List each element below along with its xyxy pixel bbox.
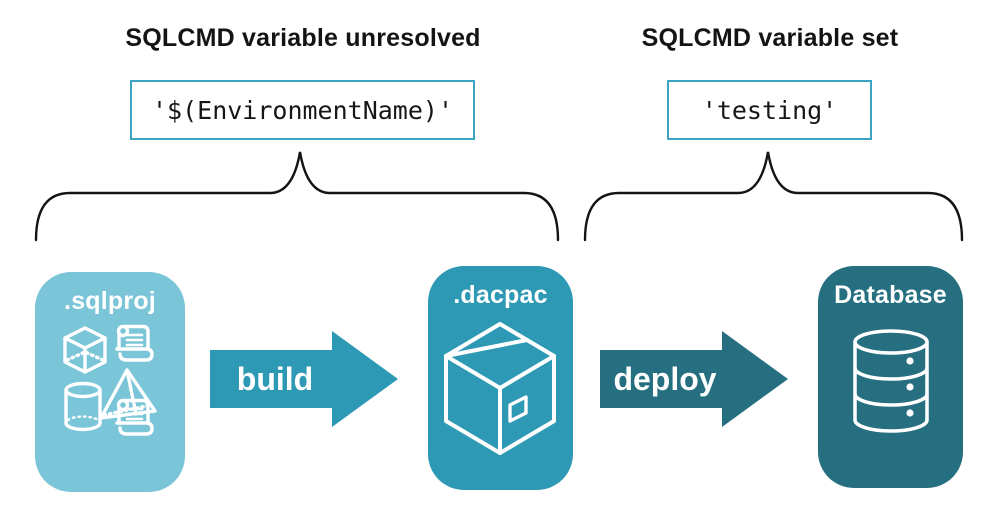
code-testing-value: 'testing' xyxy=(701,95,838,125)
card-sqlproj-label: .sqlproj xyxy=(64,287,156,315)
codebox-testing-value: 'testing' xyxy=(667,80,872,140)
deploy-arrow-label: deploy xyxy=(613,360,717,397)
brace-left xyxy=(34,151,560,242)
card-database: Database xyxy=(818,266,963,488)
build-arrow-shape xyxy=(210,331,398,427)
brace-right xyxy=(583,151,964,242)
build-arrow: build xyxy=(210,331,398,427)
heading-variable-set: SQLCMD variable set xyxy=(641,24,899,52)
package-icon xyxy=(444,322,556,455)
code-environment-variable: '$(EnvironmentName)' xyxy=(151,95,454,125)
deploy-arrow: deploy xyxy=(600,331,788,427)
heading-variable-unresolved: SQLCMD variable unresolved xyxy=(125,24,481,52)
card-sqlproj: .sqlproj xyxy=(35,272,185,492)
build-arrow-label: build xyxy=(236,360,314,397)
sql-objects-icon xyxy=(63,324,157,436)
codebox-environment-variable: '$(EnvironmentName)' xyxy=(130,80,475,140)
card-dacpac-label: .dacpac xyxy=(453,281,548,309)
card-database-label: Database xyxy=(834,281,947,309)
deploy-arrow-shape xyxy=(600,331,788,427)
card-dacpac: .dacpac xyxy=(428,266,573,490)
database-icon xyxy=(853,329,929,433)
